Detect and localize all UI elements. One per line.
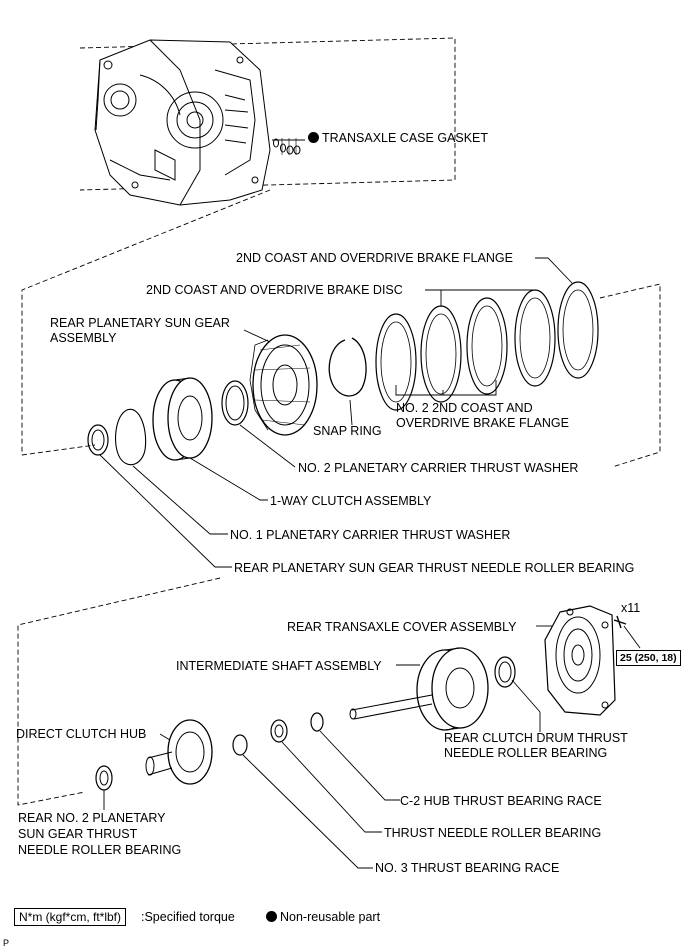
no1-washer-drawing — [114, 408, 147, 466]
label-thrust-needle-bearing: THRUST NEEDLE ROLLER BEARING — [384, 826, 602, 840]
dashed-guides — [17, 37, 661, 806]
no2-washer-drawing — [221, 380, 249, 426]
sun-gear-bearing-drawing — [87, 424, 109, 456]
label-coast-od-brake-disc: 2ND COAST AND OVERDRIVE BRAKE DISC — [146, 283, 403, 297]
label-no1-carrier-washer: NO. 1 PLANETARY CARRIER THRUST WASHER — [230, 528, 511, 542]
label-coast-od-brake-flange: 2ND COAST AND OVERDRIVE BRAKE FLANGE — [236, 251, 513, 265]
bolt-drawing — [613, 615, 627, 629]
label-x11: x11 — [621, 601, 641, 615]
legend-torque-text: :Specified torque — [141, 910, 235, 924]
brake-rings — [375, 281, 599, 411]
label-intermediate-shaft: INTERMEDIATE SHAFT ASSEMBLY — [176, 659, 382, 673]
label-snap-ring: SNAP RING — [313, 424, 382, 438]
one-way-clutch-drawing — [152, 377, 213, 461]
direct-clutch-hub-drawing — [145, 719, 213, 785]
label-sun-gear-assembly-l2: ASSEMBLY — [50, 331, 117, 345]
rear-no2-bearing-drawing — [95, 765, 113, 791]
label-direct-clutch-hub: DIRECT CLUTCH HUB — [16, 727, 147, 741]
label-rear-no2-bearing-l3: NEEDLE ROLLER BEARING — [18, 843, 182, 857]
label-transaxle-case-gasket: TRANSAXLE CASE GASKET — [308, 131, 488, 146]
label-rear-no2-bearing-l1: REAR NO. 2 PLANETARY — [18, 811, 166, 825]
label-one-way-clutch: 1-WAY CLUTCH ASSEMBLY — [270, 494, 432, 508]
transaxle-case-drawing — [94, 39, 271, 206]
intermediate-shaft-drawing — [349, 647, 489, 731]
flange-ring-3 — [466, 297, 508, 395]
flange-ring-2 — [420, 305, 462, 403]
flange-ring-5 — [557, 281, 599, 379]
no3-race-drawing — [232, 734, 248, 756]
label-drum-bearing-l1: REAR CLUTCH DRUM THRUST — [444, 731, 628, 745]
leader-lines — [99, 257, 641, 869]
flange-ring-4 — [514, 289, 556, 387]
label-no2-flange-l1: NO. 2 2ND COAST AND — [396, 401, 533, 415]
label-c2-race: C-2 HUB THRUST BEARING RACE — [400, 794, 602, 808]
label-sun-gear-assembly-l1: REAR PLANETARY SUN GEAR — [50, 316, 230, 330]
label-sun-gear-bearing: REAR PLANETARY SUN GEAR THRUST NEEDLE RO… — [234, 561, 635, 575]
label-rear-no2-bearing-l2: SUN GEAR THRUST — [18, 827, 138, 841]
drum-bearing-drawing — [494, 656, 516, 688]
non-reusable-dot-icon — [308, 132, 319, 143]
flange-ring-1 — [375, 313, 417, 411]
legend-nonreusable: Non-reusable part — [266, 910, 380, 925]
corner-mark: P — [3, 938, 10, 948]
snap-ring-drawing — [328, 337, 367, 397]
rear-cover-drawing — [544, 605, 616, 716]
gasket-icons — [272, 138, 305, 155]
label-drum-bearing-l2: NEEDLE ROLLER BEARING — [444, 746, 608, 760]
c2-race-drawing — [310, 712, 324, 732]
legend-dot-icon — [266, 911, 277, 922]
label-no2-flange-l2: OVERDRIVE BRAKE FLANGE — [396, 416, 569, 430]
torque-value-box: 25 (250, 18) — [616, 650, 681, 666]
sun-gear-assembly-drawing — [249, 334, 318, 436]
legend-torque-unit: N*m (kgf*cm, ft*lbf) — [14, 908, 127, 926]
label-rear-cover: REAR TRANSAXLE COVER ASSEMBLY — [287, 620, 517, 634]
label-no2-carrier-washer: NO. 2 PLANETARY CARRIER THRUST WASHER — [298, 461, 579, 475]
thrust-needle-bearing-drawing — [270, 719, 288, 743]
label-no3-race: NO. 3 THRUST BEARING RACE — [375, 861, 560, 875]
